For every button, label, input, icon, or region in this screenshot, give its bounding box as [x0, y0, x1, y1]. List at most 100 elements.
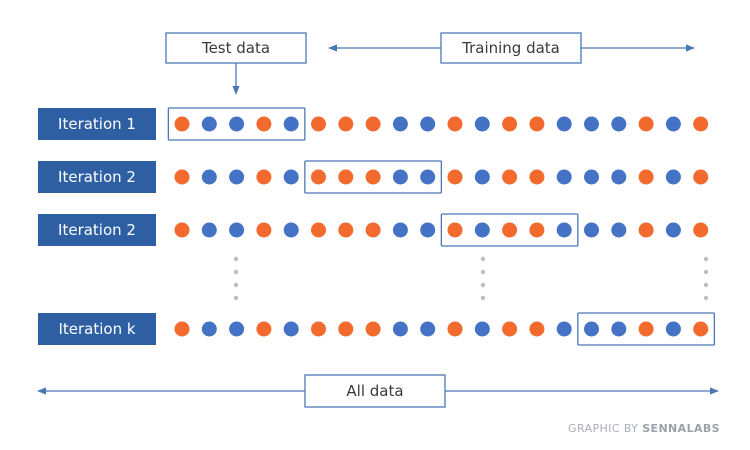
data-point-blue	[229, 321, 245, 337]
data-point-orange	[174, 222, 190, 238]
data-point-blue	[665, 169, 681, 185]
data-point-orange	[311, 321, 326, 337]
data-point-orange	[256, 169, 272, 185]
iteration-label: Iteration 2	[58, 221, 136, 239]
ellipsis-dot	[703, 256, 709, 262]
data-point-blue	[420, 169, 436, 185]
data-point-blue	[283, 222, 299, 238]
data-point-blue	[611, 169, 627, 185]
iteration-label-bg	[38, 313, 156, 345]
training-data-label: Training data	[461, 39, 560, 57]
iteration-label-bg	[38, 161, 156, 193]
data-point-orange	[365, 116, 381, 132]
data-point-blue	[229, 169, 245, 185]
data-point-blue	[584, 169, 599, 185]
ellipsis-dot	[233, 256, 239, 262]
training-data-box	[440, 32, 582, 64]
test-fold-box	[577, 312, 715, 346]
data-point-orange	[693, 116, 709, 132]
data-point-blue	[283, 116, 299, 132]
data-point-blue	[420, 116, 436, 132]
data-point-blue	[584, 321, 599, 337]
data-point-orange	[365, 169, 381, 185]
data-point-orange	[365, 222, 381, 238]
data-point-orange	[256, 222, 272, 238]
data-point-orange	[529, 321, 545, 337]
data-point-orange	[447, 222, 463, 238]
data-point-blue	[584, 116, 599, 132]
data-point-orange	[256, 321, 272, 337]
data-point-orange	[447, 169, 463, 185]
data-point-orange	[311, 222, 326, 238]
data-point-blue	[283, 169, 299, 185]
data-point-orange	[338, 116, 354, 132]
data-point-blue	[201, 222, 217, 238]
data-point-blue	[665, 116, 681, 132]
data-point-orange	[502, 116, 518, 132]
data-point-orange	[638, 116, 654, 132]
data-point-blue	[611, 222, 627, 238]
data-point-orange	[638, 169, 654, 185]
iteration-label: Iteration 1	[58, 115, 136, 133]
data-point-orange	[447, 321, 463, 337]
ellipsis-dot	[703, 282, 709, 288]
iteration-label-bg	[38, 108, 156, 140]
ellipsis-dot	[480, 269, 486, 275]
data-point-blue	[665, 321, 681, 337]
credit-prefix: GRAPHIC BY	[568, 422, 639, 435]
data-point-blue	[474, 169, 490, 185]
data-point-orange	[174, 169, 190, 185]
data-point-blue	[201, 321, 217, 337]
data-point-blue	[556, 321, 572, 337]
ellipsis-dot	[233, 282, 239, 288]
data-point-blue	[611, 321, 627, 337]
test-data-label: Test data	[201, 39, 270, 57]
data-point-orange	[502, 321, 518, 337]
data-point-orange	[338, 321, 354, 337]
data-point-blue	[392, 169, 408, 185]
data-point-orange	[256, 116, 272, 132]
data-point-blue	[201, 169, 217, 185]
data-point-blue	[556, 169, 572, 185]
ellipsis-dot	[233, 269, 239, 275]
test-data-box	[165, 32, 307, 64]
data-point-orange	[311, 169, 326, 185]
data-point-blue	[474, 116, 490, 132]
iteration-label: Iteration 2	[58, 168, 136, 186]
data-point-orange	[174, 321, 190, 337]
data-point-blue	[665, 222, 681, 238]
data-point-orange	[693, 222, 709, 238]
data-point-orange	[365, 321, 381, 337]
data-point-orange	[638, 222, 654, 238]
data-point-blue	[229, 222, 245, 238]
data-point-blue	[556, 116, 572, 132]
ellipsis-dot	[703, 269, 709, 275]
data-point-orange	[529, 116, 545, 132]
data-point-orange	[311, 116, 326, 132]
test-fold-box	[167, 107, 306, 141]
data-point-blue	[584, 222, 599, 238]
ellipsis-dot	[703, 295, 709, 301]
data-point-blue	[229, 116, 245, 132]
all-data-label: All data	[346, 382, 403, 400]
data-point-orange	[529, 222, 545, 238]
iteration-label: Iteration k	[58, 320, 135, 338]
data-point-blue	[474, 321, 490, 337]
data-point-blue	[420, 222, 436, 238]
data-point-blue	[283, 321, 299, 337]
data-point-orange	[338, 222, 354, 238]
ellipsis-dot	[480, 256, 486, 262]
iteration-label-bg	[38, 214, 156, 246]
data-point-orange	[529, 169, 545, 185]
credit-brand: SENNALABS	[642, 422, 720, 435]
data-point-orange	[502, 222, 518, 238]
all-data-box	[304, 374, 446, 408]
data-point-blue	[392, 116, 408, 132]
data-point-orange	[338, 169, 354, 185]
data-point-orange	[447, 116, 463, 132]
data-point-orange	[693, 321, 709, 337]
data-point-blue	[392, 321, 408, 337]
data-point-orange	[174, 116, 190, 132]
data-point-blue	[201, 116, 217, 132]
